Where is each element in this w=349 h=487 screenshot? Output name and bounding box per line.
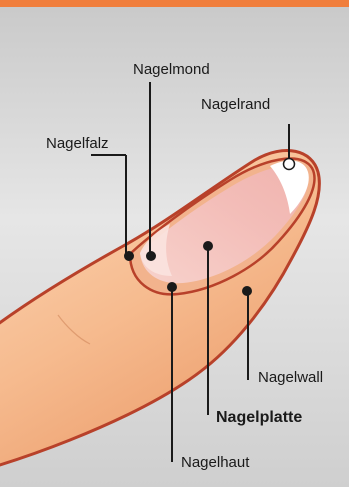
dot-nagelhaut: [167, 282, 177, 292]
top-stripe: [0, 0, 349, 7]
label-nagelfalz: Nagelfalz: [46, 136, 109, 151]
label-nagelmond: Nagelmond: [133, 62, 210, 77]
label-nagelwall: Nagelwall: [258, 370, 323, 385]
label-nagelplatte: Nagelplatte: [216, 410, 302, 426]
dot-nagelplatte: [203, 241, 213, 251]
label-nagelhaut: Nagelhaut: [181, 455, 249, 470]
dot-nagelfalz: [124, 251, 134, 261]
dot-nagelrand: [284, 159, 295, 170]
label-nagelrand: Nagelrand: [201, 97, 270, 112]
dot-nagelwall: [242, 286, 252, 296]
dot-nagelmond: [146, 251, 156, 261]
